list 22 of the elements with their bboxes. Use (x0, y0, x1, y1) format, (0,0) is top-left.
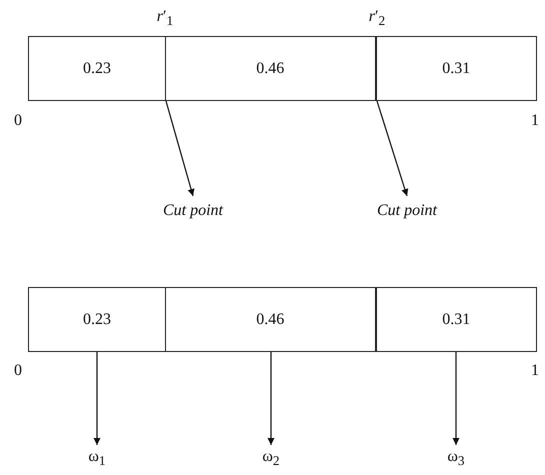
axis-label: 0 (14, 362, 22, 380)
segment-cell: 0.31 (376, 36, 537, 101)
axis-label: 0 (14, 112, 22, 130)
segment-cell: 0.23 (28, 287, 166, 352)
node-label: Cut point (367, 198, 447, 224)
segment-cell: 0.46 (164, 287, 376, 352)
node-label: ω$_{1}$ (82, 447, 112, 471)
axis-label: r′$_{1}$ (156, 8, 174, 30)
segment-cell: 0.46 (164, 36, 376, 101)
arrow (268, 352, 274, 445)
arrow (94, 352, 100, 445)
axis-label: 1 (531, 362, 539, 380)
axis-label: r′$_{2}$ (368, 8, 386, 30)
segment-cell: 0.23 (28, 36, 166, 101)
arrow (376, 100, 408, 196)
arrow (452, 352, 460, 445)
node-label: ω$_{3}$ (441, 447, 471, 471)
axis-label: 1 (531, 112, 539, 130)
node-label: ω$_{2}$ (256, 447, 286, 471)
segment-cell: 0.31 (376, 287, 537, 352)
arrow (165, 100, 194, 196)
node-label: Cut point (153, 198, 233, 224)
